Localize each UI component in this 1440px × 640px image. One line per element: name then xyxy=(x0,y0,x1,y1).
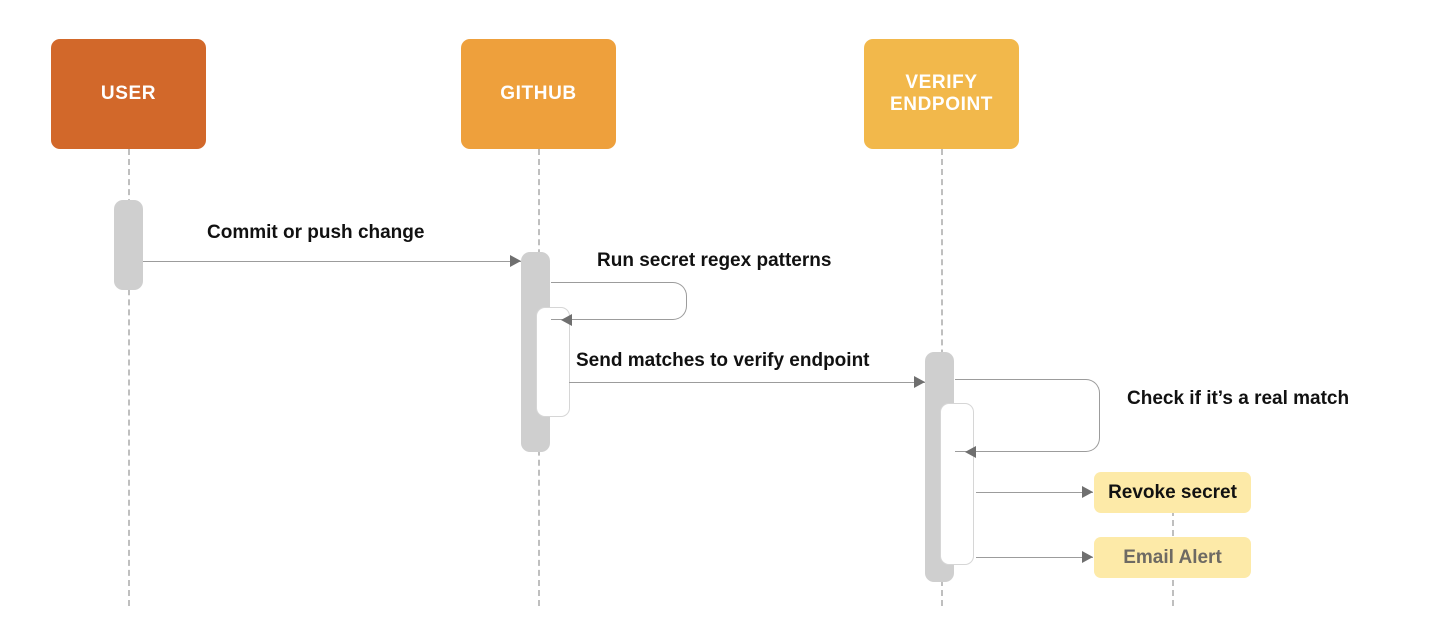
arrowhead-check-real-match xyxy=(965,446,976,458)
participant-github-label: GITHUB xyxy=(500,82,577,104)
message-label-run-secret-regex: Run secret regex patterns xyxy=(597,250,832,271)
arrowhead-revoke-secret xyxy=(1082,486,1093,498)
action-box-revoke-secret-label: Revoke secret xyxy=(1108,481,1237,503)
message-line-commit-or-push xyxy=(143,261,521,262)
self-loop-check-real-match xyxy=(955,379,1100,452)
action-box-revoke-secret[interactable]: Revoke secret xyxy=(1094,472,1251,513)
arrowhead-email-alert xyxy=(1082,551,1093,563)
arrowhead-commit-or-push xyxy=(510,255,521,267)
activation-bar-verify-nested xyxy=(940,403,974,565)
message-line-email-alert xyxy=(976,557,1093,558)
message-line-revoke-secret xyxy=(976,492,1093,493)
message-label-send-matches: Send matches to verify endpoint xyxy=(576,350,870,371)
lifeline-user xyxy=(128,149,130,606)
activation-bar-user xyxy=(114,200,143,290)
arrowhead-run-secret-regex xyxy=(561,314,572,326)
self-loop-run-secret-regex xyxy=(551,282,687,320)
action-box-email-alert-label: Email Alert xyxy=(1123,546,1222,568)
participant-user[interactable]: USER xyxy=(51,39,206,149)
participant-github[interactable]: GITHUB xyxy=(461,39,616,149)
arrowhead-send-matches xyxy=(914,376,925,388)
message-label-commit-or-push: Commit or push change xyxy=(207,222,425,243)
message-line-send-matches xyxy=(569,382,925,383)
message-label-check-real-match: Check if it’s a real match xyxy=(1127,388,1350,409)
action-box-email-alert[interactable]: Email Alert xyxy=(1094,537,1251,578)
participant-user-label: USER xyxy=(100,82,157,104)
